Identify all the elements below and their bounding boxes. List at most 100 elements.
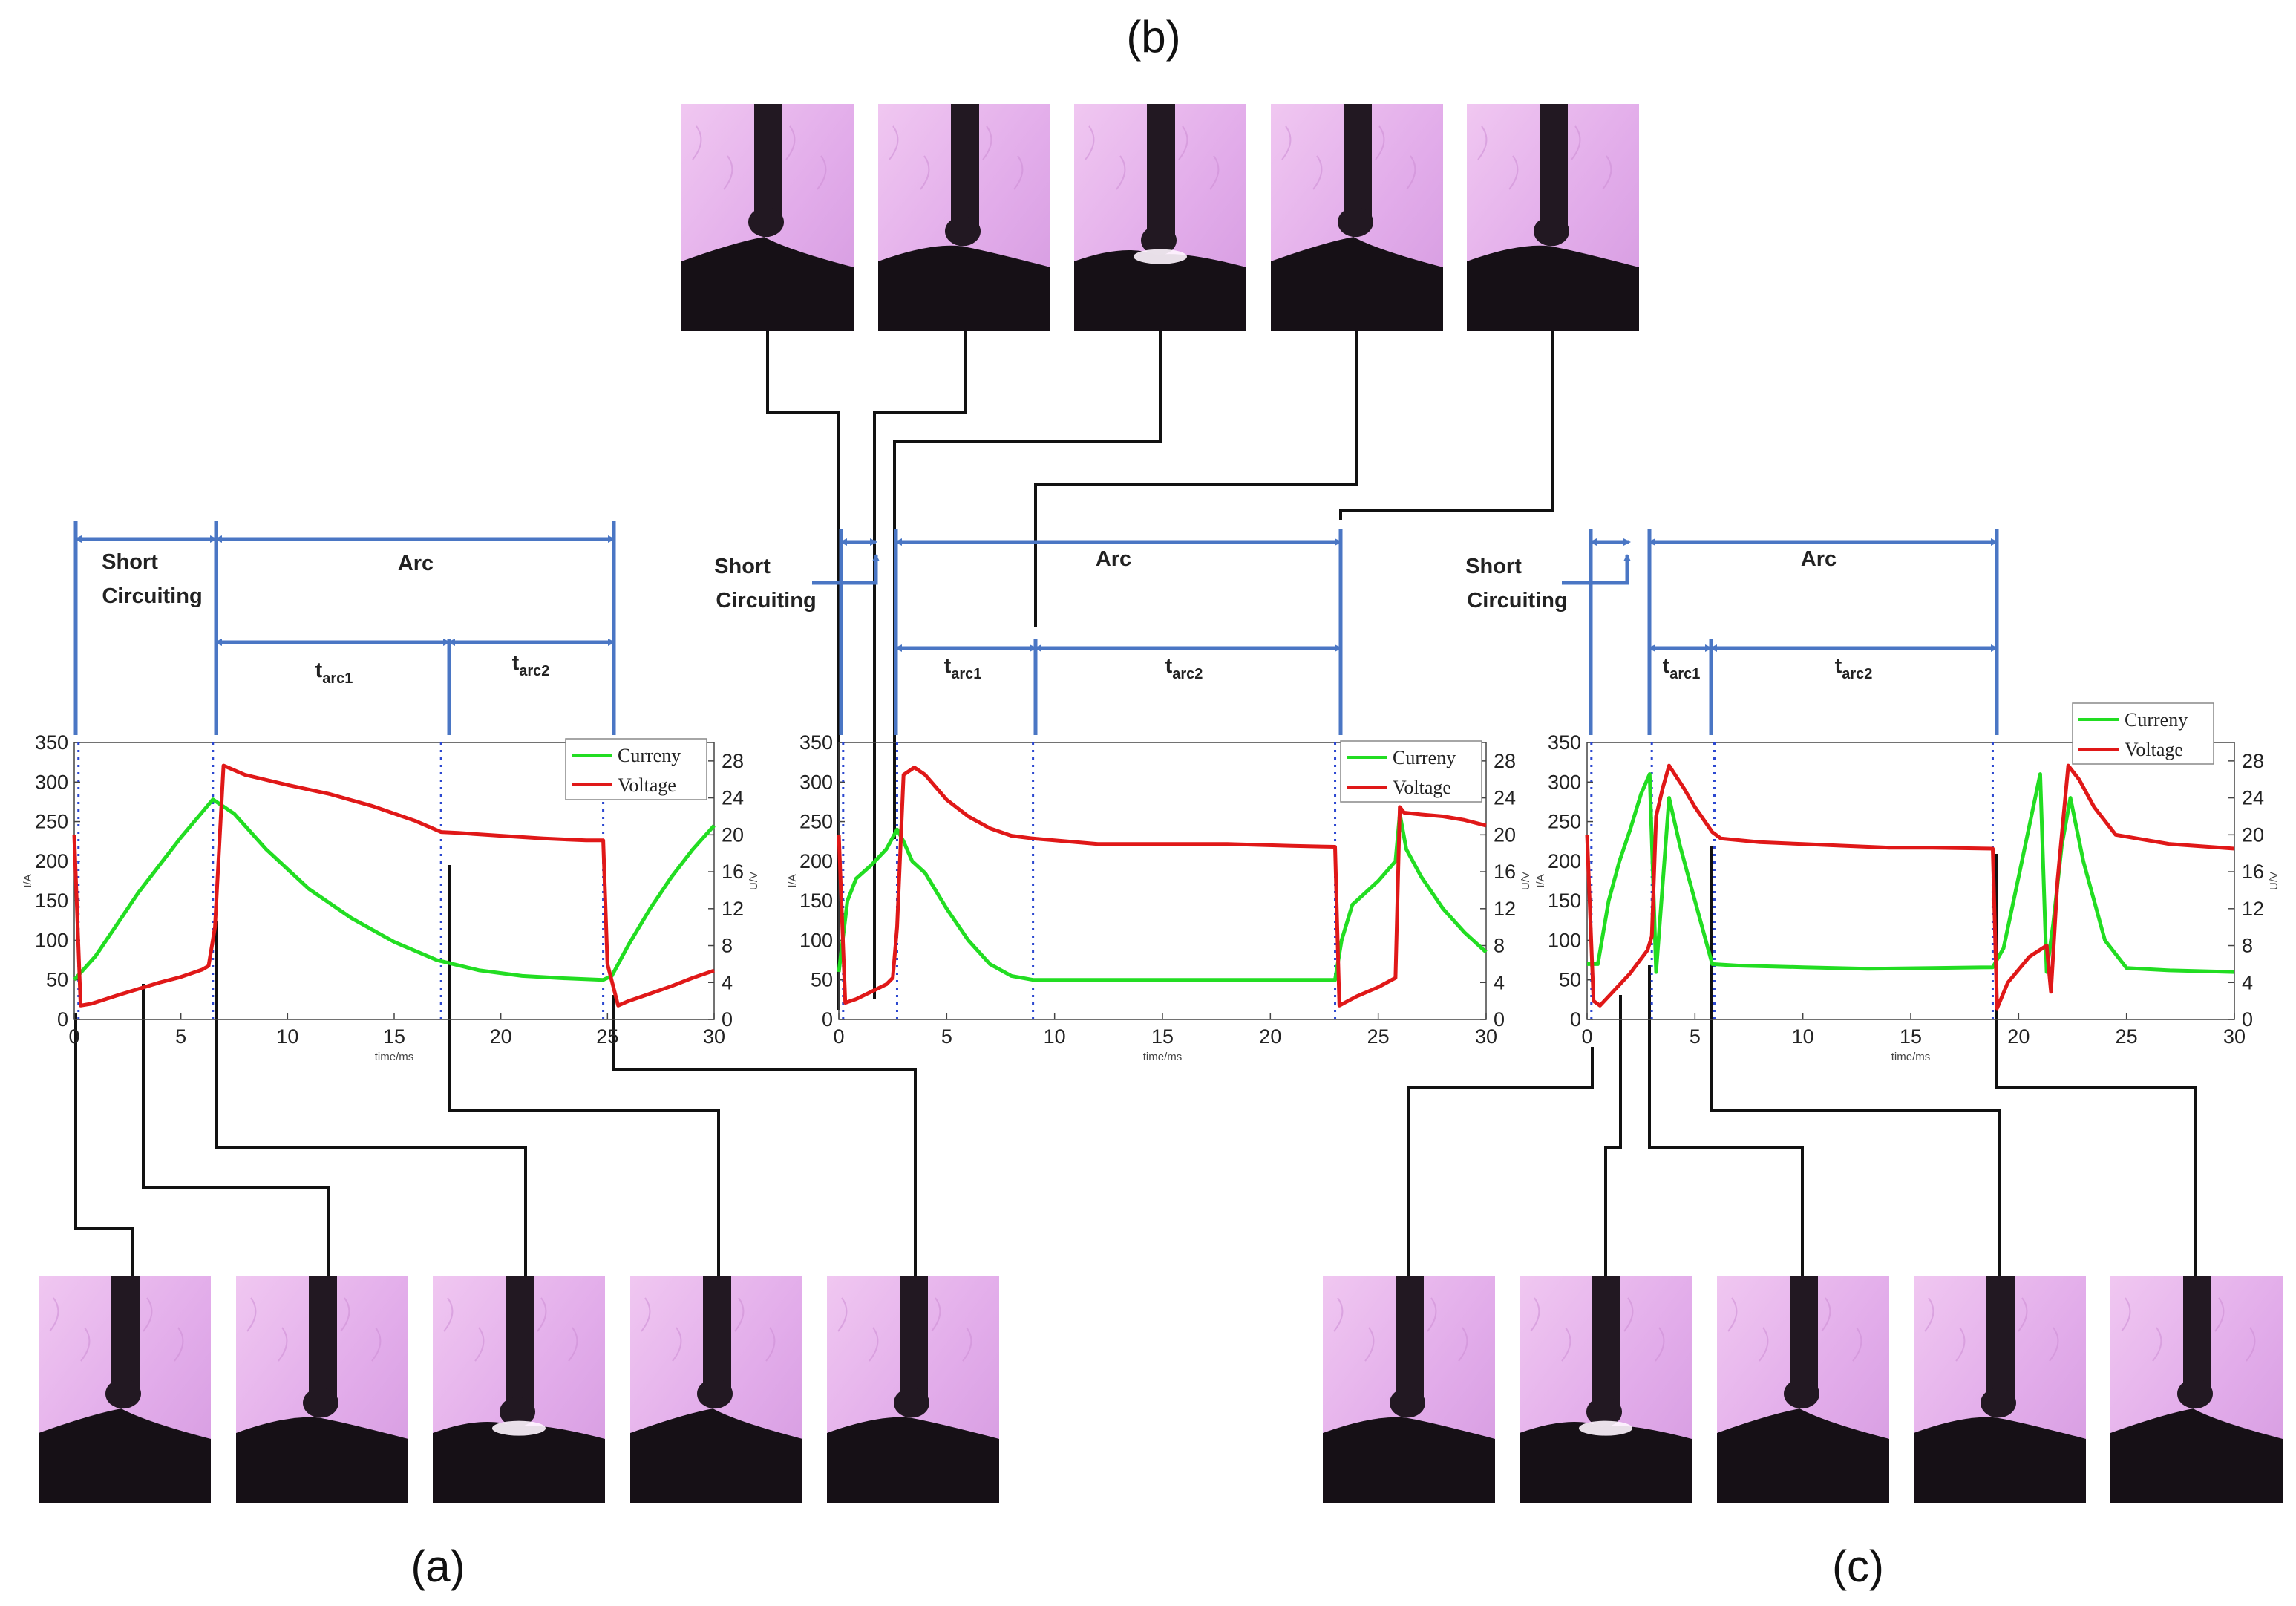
frame-a-4 [630,1276,802,1503]
x-tick-label: 0 [68,1025,79,1048]
tarc1-label: tarc1 [315,659,353,687]
frame-c-3 [1717,1276,1889,1503]
frame-texture [278,1327,288,1362]
x-tick-label: 20 [2007,1025,2030,1048]
frame-texture [641,1297,651,1332]
droplet [2177,1379,2213,1409]
tarc1-label: tarc1 [944,654,982,682]
y-left-tick-label: 200 [35,850,68,872]
short-pointer-arrow [1562,554,1631,585]
x-tick-label: 10 [1792,1025,1814,1048]
electrode-wire [754,104,782,223]
y-right-tick-label: 12 [722,898,744,920]
plot-frame [1586,742,2235,1020]
leader-line [1339,331,1554,520]
frame-texture [889,125,899,160]
high-speed-frames [39,104,2283,1503]
x-tick-label: 15 [1900,1025,1922,1048]
droplet [1981,1388,2016,1418]
x-tick-label: 10 [276,1025,298,1048]
frame-texture [1727,1297,1738,1332]
frame-texture [1209,155,1220,190]
frame-texture [1281,125,1292,160]
x-tick-label: 15 [383,1025,405,1048]
frame-texture [672,1327,682,1362]
droplet [303,1388,338,1418]
weld-pool [681,237,854,331]
frame-texture [723,155,733,190]
y-right-axis-label: U/V [1520,872,1532,890]
x-tick-label: 30 [703,1025,725,1048]
y-left-tick-label: 350 [1548,731,1581,754]
frame-texture [1623,1297,1634,1332]
x-tick-label: 30 [2223,1025,2246,1048]
weld-pool [2110,1408,2283,1503]
frame-texture [49,1297,59,1332]
frame-texture [1178,125,1188,160]
arc-flash [1134,249,1187,264]
frame-texture [765,1327,776,1362]
frame-texture [837,1297,848,1332]
frame-texture [474,1327,485,1362]
leader-line [1995,854,2197,1276]
tarc2-label: tarc2 [1835,654,1873,682]
frame-a-1 [39,1276,211,1503]
arc-flash [492,1420,546,1436]
x-tick-label: 20 [490,1025,512,1048]
y-right-tick-label: 20 [2242,823,2264,846]
y-right-tick-label: 4 [2242,971,2253,993]
frame-texture [340,1297,350,1332]
tarc1-label: tarc1 [1663,654,1701,682]
tarc2-label: tarc2 [512,651,550,679]
frame-texture [1477,125,1488,160]
y-right-tick-label: 16 [2242,861,2264,883]
y-right-tick-label: 16 [722,861,744,883]
x-tick-label: 25 [596,1025,618,1048]
frame-texture [1375,125,1385,160]
electrode-wire [1344,104,1372,223]
x-tick-label: 5 [941,1025,952,1048]
electrode-wire [1592,1276,1620,1412]
electrode-wire [1790,1276,1818,1394]
y-left-axis-label: I/A [22,874,34,887]
series-line-voltage [72,763,715,1008]
droplet [748,207,784,238]
droplet [1338,207,1373,238]
arc-label: Arc [1096,547,1131,571]
frame-b-4 [1271,104,1443,331]
tarc2-label: tarc2 [1165,654,1203,682]
panel-label-c: (c) [1832,1541,1884,1591]
frame-texture [1924,1297,1934,1332]
frame-texture [869,1327,879,1362]
y-right-tick-label: 8 [722,935,733,957]
legend-entry: Curreny [2125,709,2188,731]
frame-texture [785,125,796,160]
frame-texture [1955,1327,1966,1362]
frame-texture [734,1297,745,1332]
y-left-tick-label: 0 [822,1008,833,1031]
electrode-wire [951,104,979,232]
frame-texture [1427,1297,1437,1332]
frame-texture [1561,1327,1571,1362]
y-left-tick-label: 50 [46,969,68,991]
frame-texture [246,1297,257,1332]
leader-line [448,865,720,1276]
frame-texture [568,1327,578,1362]
short-label-line1: Short [102,550,158,574]
y-left-tick-label: 0 [1570,1008,1581,1031]
frame-texture [2214,1297,2225,1332]
y-left-tick-label: 150 [1548,889,1581,912]
y-right-tick-label: 28 [722,750,744,772]
y-right-tick-label: 0 [722,1008,733,1031]
frame-texture [982,125,992,160]
frame-a-2 [236,1276,408,1503]
legend-entry: Voltage [618,774,676,796]
short-label-line2: Circuiting [1467,589,1567,613]
frame-texture [2018,1297,2028,1332]
x-tick-label: 20 [1259,1025,1281,1048]
frame-texture [174,1327,184,1362]
electrode-wire [703,1276,731,1394]
weld-pool [1271,237,1443,331]
